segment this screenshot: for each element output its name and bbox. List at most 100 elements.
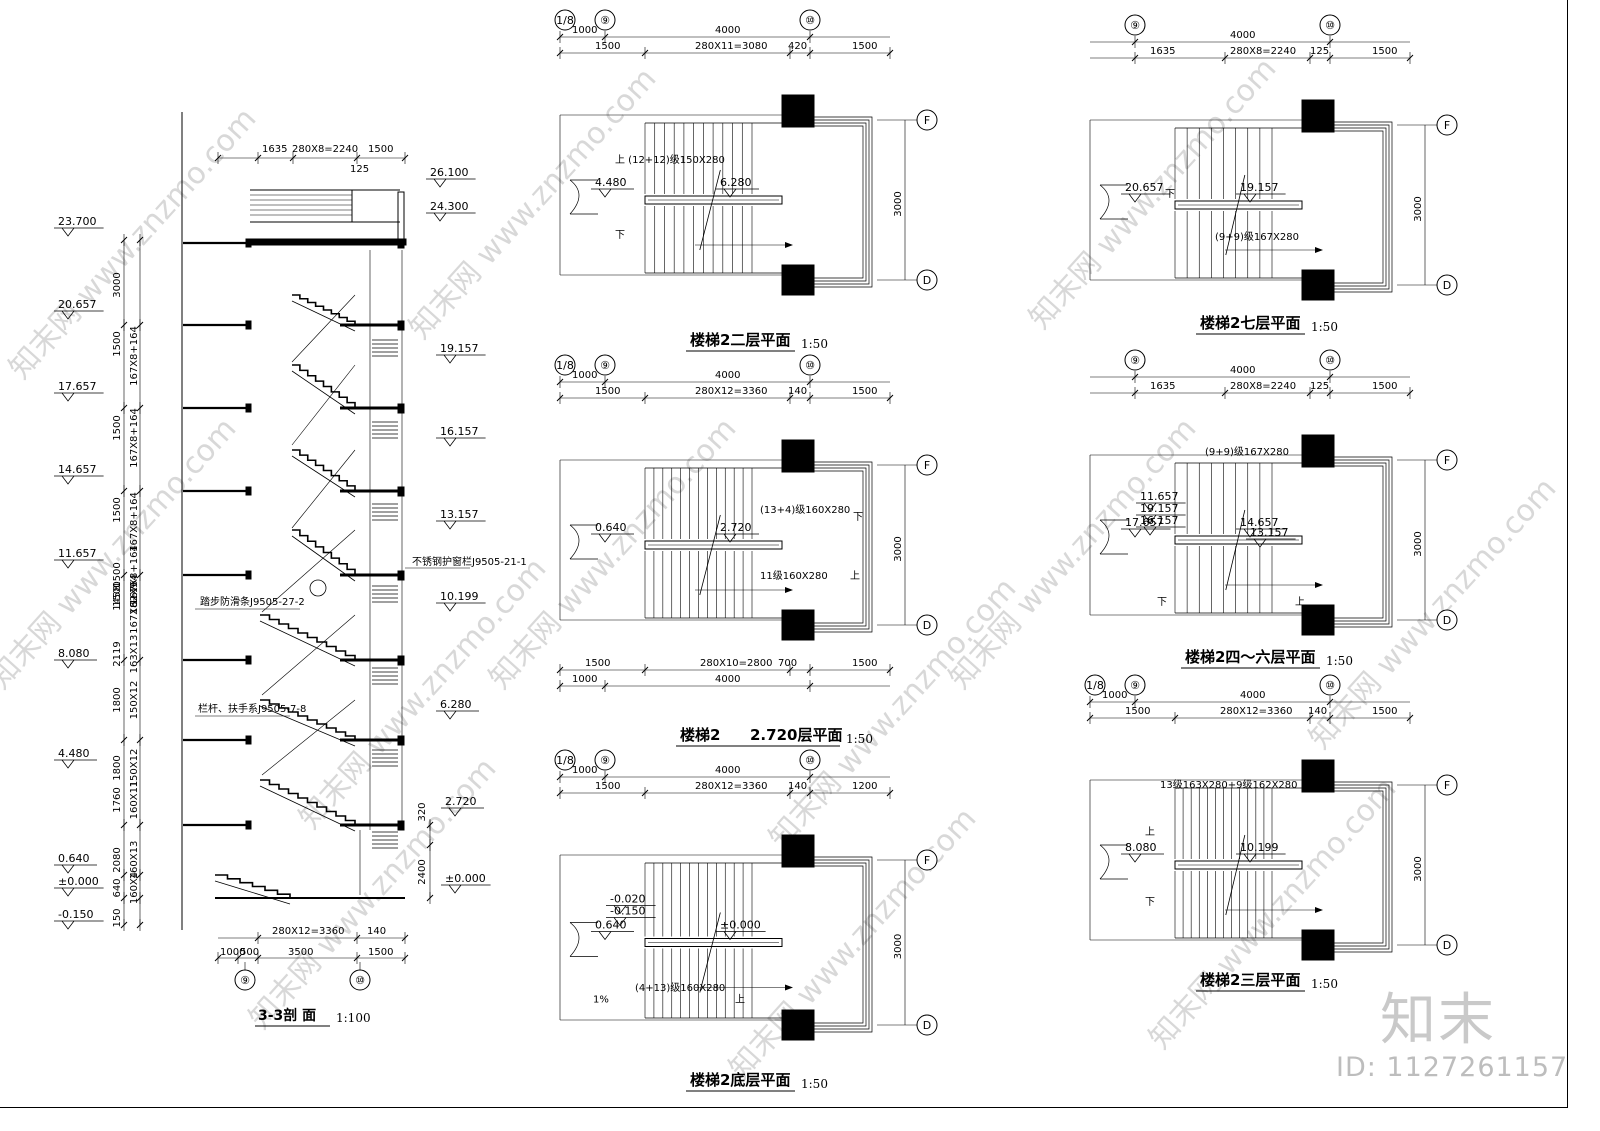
extra-level: 11.657: [1140, 490, 1179, 503]
right-elevation: 16.157: [440, 425, 479, 438]
brand-watermark: 知末: [1380, 988, 1496, 1053]
roof-slab: [245, 238, 407, 246]
floor-level: 10.199: [1240, 841, 1279, 854]
stair-flight: [292, 449, 356, 491]
axis-9: [594, 9, 616, 31]
window-bay: [1334, 459, 1390, 625]
window-bay: [1334, 121, 1393, 293]
axis-9: [594, 354, 616, 376]
handrail: [261, 529, 356, 613]
elevation-triangle: [1128, 528, 1142, 538]
axis-9-label: ⑨: [600, 14, 610, 27]
axis-D-label: D: [923, 274, 931, 287]
dim-text: 1500: [1125, 706, 1150, 717]
stair-flight: [260, 614, 356, 660]
elevation-triangle: [61, 759, 75, 769]
slab-beam: [245, 403, 252, 413]
arrow-head: [1315, 582, 1323, 588]
elevation-triangle: [443, 602, 457, 612]
elevation-triangle: [443, 710, 457, 720]
elevation-triangle: [433, 178, 447, 188]
window-bay: [814, 125, 864, 279]
elevation-triangle: [61, 864, 75, 874]
elevation-triangle: [61, 392, 75, 402]
level-dim: 1800: [112, 687, 123, 712]
axis-F-label: F: [1444, 779, 1450, 792]
extra-level: -0.020: [610, 893, 645, 906]
axis-9-label: ⑨: [600, 754, 610, 767]
column-top: [781, 439, 815, 473]
direction-label: 上: [1295, 596, 1305, 608]
dim-text: 1500: [852, 658, 877, 669]
level-dim: 163X13: [129, 635, 140, 674]
door-swing: [569, 922, 598, 957]
axis-10-label: ⑩: [805, 359, 815, 372]
dim-text: 140: [788, 781, 807, 792]
stair-flight: [292, 364, 356, 408]
window-bay: [814, 464, 870, 630]
axis-1-8: [1084, 674, 1106, 696]
dim-text: 125: [1310, 46, 1329, 57]
axis-1-8: [554, 354, 576, 376]
dim-text: 1500: [595, 781, 620, 792]
door-swing: [569, 524, 598, 560]
arrow-head: [785, 587, 793, 593]
column-bottom: [1301, 929, 1335, 961]
drawing-frame: [0, 0, 1568, 1108]
flight-label: (4+13)级160X280: [635, 982, 725, 994]
level-dim: 2080: [112, 847, 123, 872]
direction-label: 下: [853, 512, 863, 523]
elevation-triangle: [1243, 193, 1257, 203]
level-dim: 640: [112, 878, 123, 897]
note-handrail: 栏杆、扶手系J9505-7-8: [198, 702, 306, 715]
left-elevation: 23.700: [58, 215, 97, 228]
dim-text: 1500: [595, 386, 620, 397]
flight-label: 上 (12+12)级150X280: [615, 154, 725, 166]
window-bay: [1334, 462, 1387, 622]
level-dim: 1458: [112, 585, 123, 610]
handrail: [261, 699, 356, 776]
left-elevation: 8.080: [58, 647, 90, 660]
dim-text: 1000: [1102, 690, 1127, 701]
axis-D-label: D: [1443, 939, 1451, 952]
dim-text: 280X12=3360: [1220, 706, 1293, 717]
arrow-head: [785, 984, 793, 991]
axis-10-label: ⑩: [355, 974, 365, 987]
dim-text: 1000: [220, 947, 245, 958]
elevation-triangle: [723, 188, 737, 198]
break-line: [699, 169, 721, 251]
axis-F-label: F: [1444, 454, 1450, 467]
axis-F-label: F: [1444, 119, 1450, 132]
floor-level: 2.720: [720, 521, 752, 534]
dim-text: 3500: [288, 947, 313, 958]
dim-text: 1635: [1150, 46, 1175, 57]
elevation-triangle: [1143, 514, 1157, 524]
axis-10-label: ⑩: [1325, 679, 1335, 692]
flight-label: 下: [1145, 897, 1155, 908]
flight-label: 11级160X280: [760, 570, 828, 582]
arrow-head: [785, 242, 793, 248]
slab-beam: [245, 320, 252, 330]
dim-text: 4000: [1230, 30, 1255, 41]
dim-text: 280X10=2800: [700, 658, 773, 669]
elevation-triangle: [61, 920, 75, 930]
window-bay: [1334, 456, 1393, 628]
right-elevation: 10.199: [440, 590, 479, 603]
door-swing: [1099, 519, 1128, 555]
left-elevation: 14.657: [58, 463, 97, 476]
direction-label: 上: [735, 994, 745, 1006]
elevation-triangle: [1143, 502, 1157, 512]
elevation-triangle: [443, 437, 457, 447]
site-watermark: 知末网 www.znzmo.com: [942, 411, 1203, 695]
elevation-triangle: [433, 212, 447, 222]
wall-beam: [397, 486, 405, 497]
axis-9: [1124, 14, 1146, 36]
axis-10-label: ⑩: [1325, 354, 1335, 367]
elevation-triangle: [598, 188, 612, 198]
dim-text: 140: [788, 386, 807, 397]
elevation-triangle: [61, 475, 75, 485]
axis-F-label: F: [924, 114, 930, 127]
site-watermark: 知末网 www.znzmo.com: [292, 551, 553, 835]
